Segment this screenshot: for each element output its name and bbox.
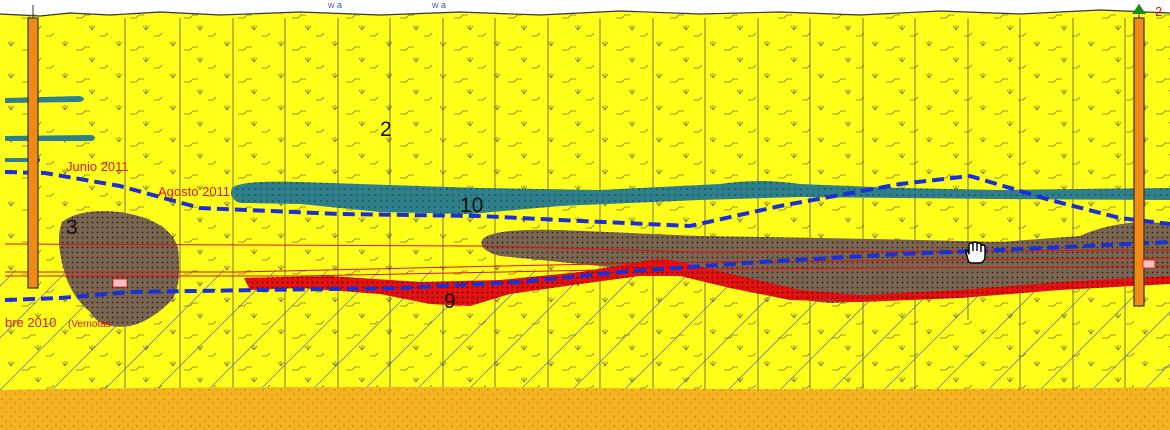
water-table-junio-2011 xyxy=(4,170,1170,229)
unit-label-10: 10 xyxy=(460,194,483,217)
label-octubre-note: (Vernotas xyxy=(68,319,111,330)
unit-label-2: 2 xyxy=(380,118,392,141)
unit-label-3: 3 xyxy=(66,216,78,239)
label-junio-2011: Junio 2011 xyxy=(66,159,129,174)
thin-red-lines xyxy=(4,243,1170,277)
borehole-right xyxy=(1132,4,1146,307)
right-edge-mark: 2 xyxy=(1155,4,1162,19)
teal-streak-mid xyxy=(5,135,95,141)
sample-marker-right xyxy=(1142,259,1156,269)
sample-marker-left xyxy=(112,278,128,288)
unit-label-9: 9 xyxy=(444,290,456,313)
water-table-octubre-2010 xyxy=(4,240,1170,302)
top-mark-2: w a xyxy=(431,0,446,10)
hand-cursor-icon xyxy=(964,241,986,264)
label-agosto-2011: Agosto 2011 xyxy=(158,184,230,199)
teal-streak-upper xyxy=(5,96,84,103)
label-octubre-2010: bre 2010 xyxy=(5,315,56,330)
borehole-left xyxy=(27,5,39,289)
hatch-line xyxy=(0,269,69,339)
top-mark-1: w a xyxy=(327,0,342,10)
